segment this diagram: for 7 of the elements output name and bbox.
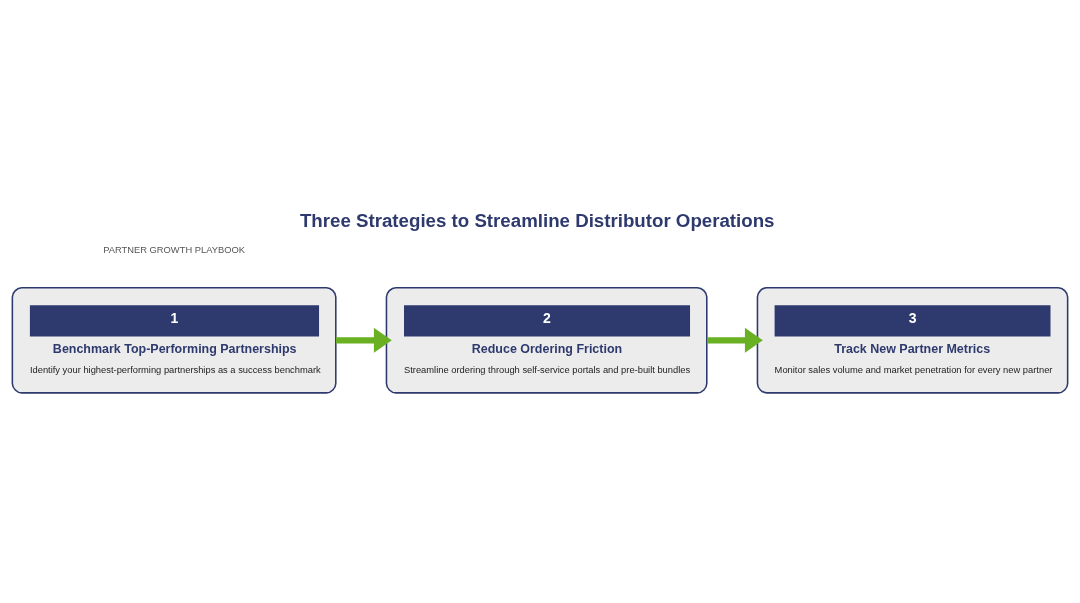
label: PARTNER GROWTH PLAYBOOK xyxy=(103,245,245,256)
arrow xyxy=(706,327,763,353)
node-box: 2 Reduce Ordering Friction Streamline ordering through self-service portals and pre-built bundles xyxy=(385,286,708,394)
diagram-title: Three Strategies to Streamline Distributor Operations xyxy=(299,210,775,232)
node-box: 3 Track New Partner Metrics Monitor sales volume and market penetration for every new partner xyxy=(756,286,1069,394)
arrow xyxy=(335,327,392,353)
node-box: 1 Benchmark Top-Performing Partnerships Identify your highest-performing partnerships as a success benchmark xyxy=(11,286,337,394)
